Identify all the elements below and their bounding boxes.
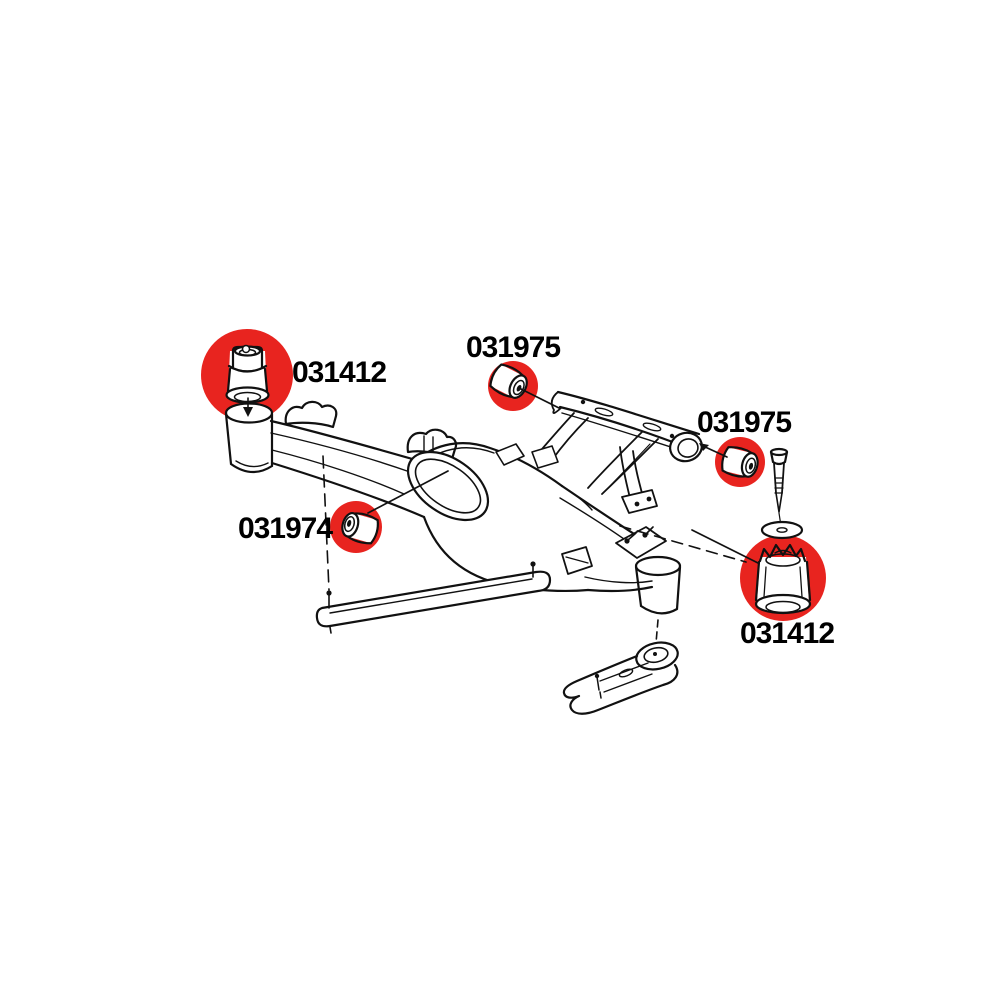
large-bushing-icon-front xyxy=(225,344,270,417)
beam-clamp xyxy=(561,546,593,575)
washer xyxy=(760,520,804,540)
part-number-label: 031975 xyxy=(466,331,560,364)
small-bushing-icon-front xyxy=(486,360,560,409)
rear-bracket-plate xyxy=(615,526,667,559)
large-bushing-icon-rear xyxy=(691,529,812,615)
part-labels: 031412 031975 031975 031974 031412 xyxy=(238,331,835,650)
part-number-label: 031974 xyxy=(238,512,333,545)
part-number-label: 031412 xyxy=(292,356,386,389)
differential-housing xyxy=(406,442,593,593)
callout-bushings xyxy=(225,344,812,615)
subframe-line-art xyxy=(224,390,804,715)
front-bracket xyxy=(284,400,338,429)
small-bushing-icon-rear xyxy=(699,443,762,482)
bottom-bracket xyxy=(562,641,679,715)
bottom-plate xyxy=(315,561,552,634)
mount-bolt xyxy=(769,447,789,527)
part-number-label: 031412 xyxy=(740,617,834,650)
right-sleeve xyxy=(634,555,682,615)
part-number-label: 031975 xyxy=(697,406,791,439)
assembly-dashed-lines xyxy=(322,455,747,644)
crossmember xyxy=(531,390,703,514)
small-bushing-icon-diff xyxy=(338,470,449,547)
